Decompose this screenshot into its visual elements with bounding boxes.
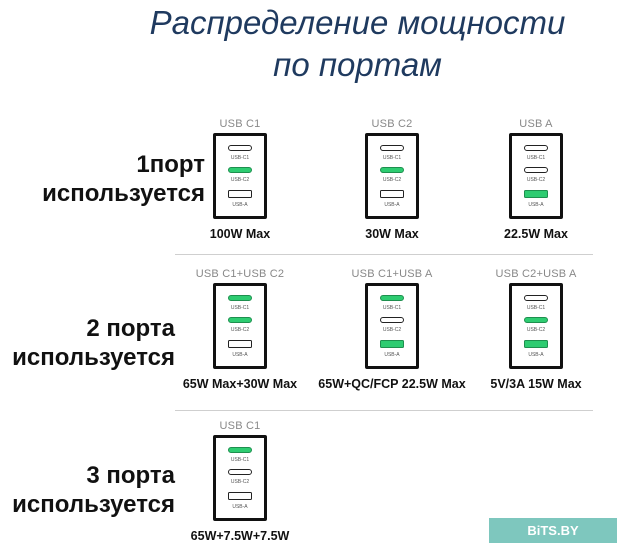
port-label: USB-C2	[230, 479, 250, 485]
charger-caption: USB C1+USB A	[351, 268, 433, 280]
power-rating: 65W+QC/FCP 22.5W Max	[318, 377, 466, 391]
port-label: USB-C1	[382, 305, 402, 311]
row-label-line: 2 порта	[86, 315, 175, 342]
port-label: USB-A	[232, 504, 248, 510]
port-label: USB-A	[232, 352, 248, 358]
port-c2-icon	[380, 317, 404, 323]
row-label-line: 1порт	[136, 151, 205, 178]
power-rating: 30W Max	[365, 227, 419, 241]
port-label: USB-C2	[382, 327, 402, 333]
port-a-icon	[228, 340, 252, 348]
port-label: USB-C2	[526, 177, 546, 183]
port-label: USB-C1	[230, 155, 250, 161]
port-label: USB-A	[232, 202, 248, 208]
port-c1-icon	[524, 145, 548, 151]
row-label-line: используется	[42, 180, 205, 207]
port-c2-icon	[228, 167, 252, 173]
port-label: USB-C1	[526, 305, 546, 311]
power-rating: 65W+7.5W+7.5W	[190, 529, 290, 543]
port-label: USB-A	[384, 352, 400, 358]
port-label: USB-A	[528, 352, 544, 358]
port-label: USB-C1	[230, 457, 250, 463]
port-label: USB-C2	[230, 327, 250, 333]
port-c1-icon	[228, 295, 252, 301]
watermark-logo: BiTS.BY	[489, 518, 617, 543]
port-label: USB-A	[528, 202, 544, 208]
charger-caption: USB C1	[219, 118, 261, 130]
port-c1-icon	[228, 447, 252, 453]
port-a-icon	[228, 492, 252, 500]
charger-caption: USB C1+USB C2	[195, 268, 285, 280]
row-divider	[175, 410, 593, 411]
port-a-icon	[228, 190, 252, 198]
port-c2-icon	[524, 167, 548, 173]
charger-caption: USB A	[519, 118, 553, 130]
port-c1-icon	[380, 295, 404, 301]
port-label: USB-A	[384, 202, 400, 208]
page-title-line-2: по портам	[273, 46, 442, 83]
port-c1-icon	[228, 145, 252, 151]
port-label: USB-C1	[382, 155, 402, 161]
row-label-line: используется	[12, 491, 175, 518]
row-label-line: используется	[12, 344, 175, 371]
power-rating: 65W Max+30W Max	[182, 377, 298, 391]
port-c2-icon	[524, 317, 548, 323]
power-rating: 22.5W Max	[504, 227, 568, 241]
row-label-line: 3 порта	[86, 462, 175, 489]
port-c1-icon	[380, 145, 404, 151]
port-a-icon	[380, 340, 404, 348]
charger-caption: USB C2+USB A	[495, 268, 577, 280]
port-c2-icon	[380, 167, 404, 173]
charger-caption: USB C1	[219, 420, 261, 432]
port-c2-icon	[228, 317, 252, 323]
port-label: USB-C2	[526, 327, 546, 333]
power-rating: 100W Max	[209, 227, 271, 241]
power-rating: 5V/3A 15W Max	[490, 377, 582, 391]
port-c2-icon	[228, 469, 252, 475]
port-a-icon	[524, 340, 548, 348]
port-a-icon	[380, 190, 404, 198]
port-label: USB-C1	[526, 155, 546, 161]
port-label: USB-C2	[382, 177, 402, 183]
port-c1-icon	[524, 295, 548, 301]
page-title-line-1: Распределение мощности	[149, 4, 566, 41]
row-divider	[175, 254, 593, 255]
port-label: USB-C1	[230, 305, 250, 311]
port-a-icon	[524, 190, 548, 198]
charger-caption: USB C2	[371, 118, 413, 130]
port-label: USB-C2	[230, 177, 250, 183]
